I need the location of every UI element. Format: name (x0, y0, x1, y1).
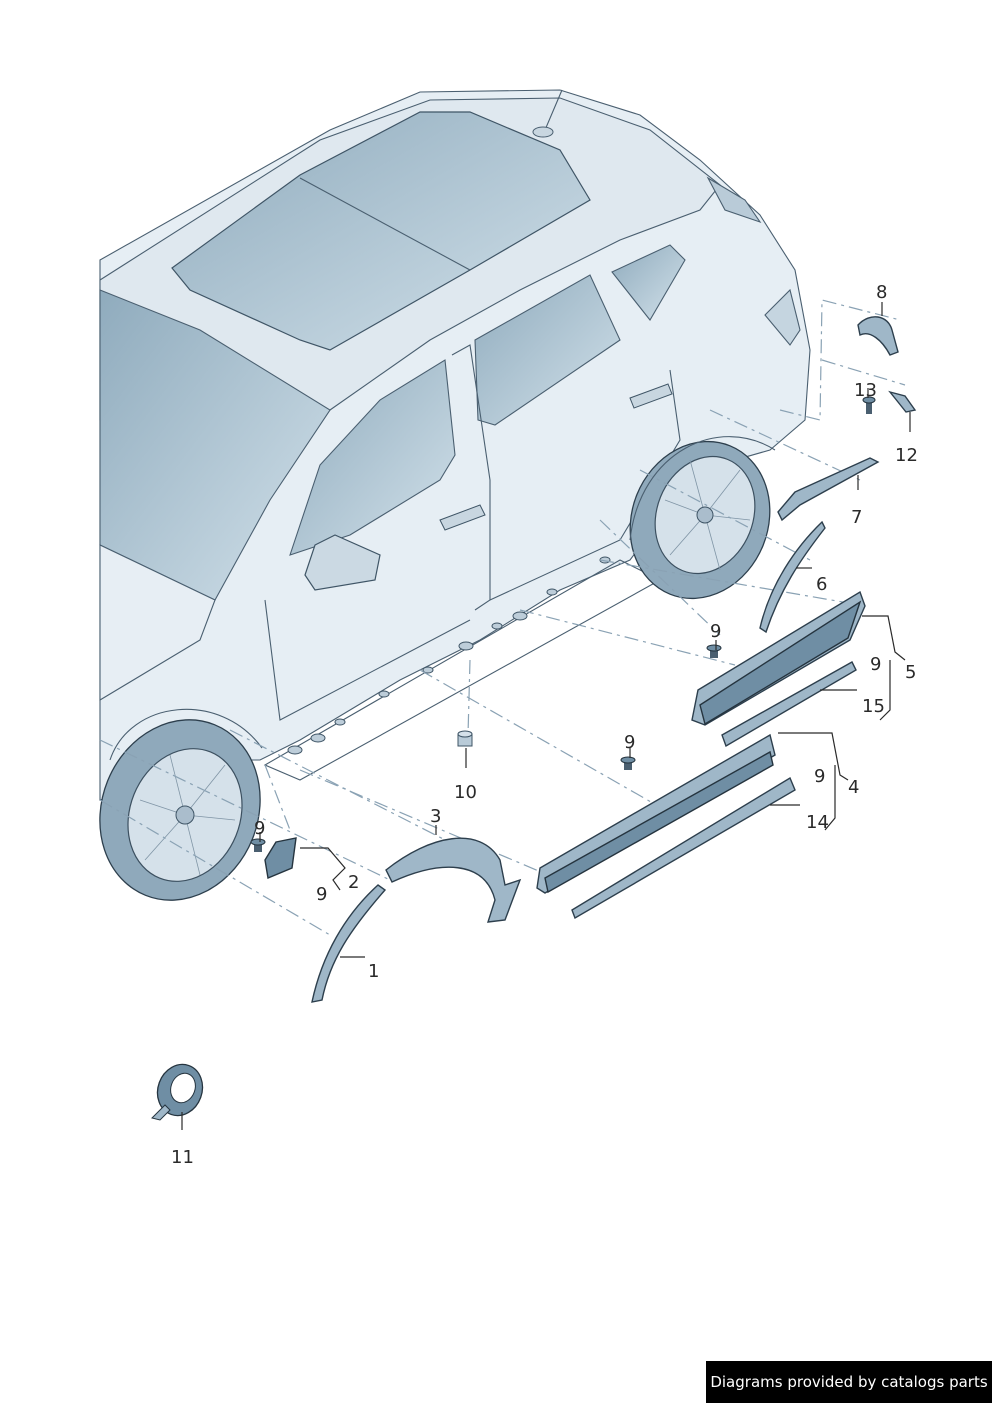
part-3-wheel-arch-trim-rear[interactable] (385, 837, 522, 923)
rear-wheel (629, 440, 771, 600)
part-8-cap[interactable] (857, 316, 899, 356)
side-mirror (304, 534, 381, 591)
part-11-adhesive-tape[interactable] (150, 1058, 209, 1122)
attribution-banner: Diagrams provided by catalogs parts (706, 1361, 992, 1403)
callout-6: 6 (816, 574, 827, 595)
callout-12: 12 (895, 445, 918, 466)
callout-10: 10 (454, 782, 477, 803)
sunroof-glass (171, 111, 591, 351)
part-2-trim-bracket[interactable] (264, 837, 297, 879)
callout-3: 3 (430, 806, 441, 827)
parts (150, 316, 917, 1122)
part-10-spreader-nut[interactable] (457, 730, 473, 747)
b-pillar (451, 344, 491, 611)
callout-11: 11 (171, 1147, 194, 1168)
rear-door-handle (629, 383, 673, 409)
part-9-clip-a[interactable] (706, 644, 722, 658)
quarter-window (611, 244, 686, 321)
callout-9-clip-rear: 9 (710, 621, 721, 642)
callout-9-near-4: 9 (814, 766, 825, 787)
callout-1: 1 (368, 961, 379, 982)
callout-9-clip-mid: 9 (624, 732, 635, 753)
front-side-window (289, 359, 456, 556)
part-14-trim-strip[interactable] (571, 776, 796, 920)
callout-13: 13 (854, 380, 877, 401)
part-9-clip-c[interactable] (250, 838, 266, 852)
rear-wheel-arch (629, 436, 776, 541)
rear-spoiler (706, 176, 762, 224)
callout-2: 2 (348, 872, 359, 893)
front-wheel (99, 719, 261, 901)
tail-light (764, 288, 801, 346)
callout-9-near-2: 9 (316, 884, 327, 905)
callout-9-clip-front: 9 (254, 818, 265, 839)
part-13-screw[interactable] (862, 396, 876, 414)
front-wheel-arch (109, 708, 263, 761)
front-door-outline (264, 599, 471, 721)
assembly-lines (99, 299, 906, 936)
front-door-handle (439, 504, 486, 531)
part-12-clip[interactable] (888, 390, 917, 413)
callout-14: 14 (806, 812, 829, 833)
callout-8: 8 (876, 282, 887, 303)
sunroof-divider (299, 177, 471, 271)
part-4-door-trim-front-lower[interactable] (544, 750, 774, 894)
sill-mount-holes (287, 556, 611, 755)
part-9-clip-b[interactable] (620, 756, 636, 770)
hood (99, 544, 216, 701)
leader-lines (181, 302, 911, 1130)
part-7-arch-extension[interactable] (777, 457, 880, 522)
antenna-base (532, 126, 554, 138)
callout-15: 15 (862, 696, 885, 717)
callout-9-near-5: 9 (870, 654, 881, 675)
rear-side-window (474, 274, 621, 426)
callout-labels: 1 2 9 9 3 10 9 9 4 14 9 9 5 15 6 7 8 13 … (171, 282, 918, 1168)
part-6-wheel-arch-trim[interactable] (759, 520, 826, 634)
attribution-text: Diagrams provided by catalogs parts (710, 1373, 988, 1391)
car-illustration (99, 89, 811, 901)
part-5-door-trim-rear-lower[interactable] (699, 600, 862, 726)
callout-4: 4 (848, 777, 859, 798)
part-1-wheel-arch-trim-front[interactable] (311, 884, 387, 1003)
antenna (544, 89, 563, 131)
callout-7: 7 (851, 507, 862, 528)
part-15-trim-strip[interactable] (721, 661, 857, 748)
callout-5: 5 (905, 662, 916, 683)
